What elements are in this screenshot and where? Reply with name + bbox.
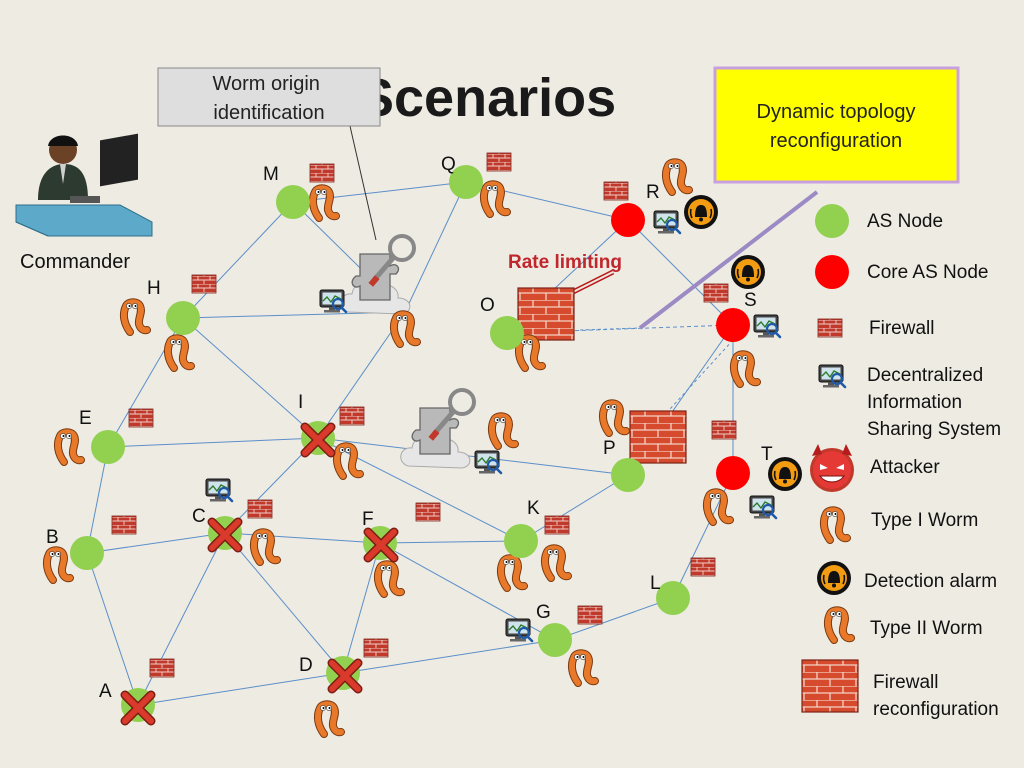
- attacker-icon: [810, 444, 854, 492]
- node-h[interactable]: [166, 301, 200, 335]
- legend-worm1: Type I Worm: [871, 510, 978, 531]
- node-label-d: D: [299, 655, 313, 676]
- node-e[interactable]: [91, 430, 125, 464]
- node-label-a: A: [99, 681, 112, 702]
- legend-as-node: AS Node: [867, 211, 943, 232]
- node-label-s: S: [744, 290, 757, 311]
- page-title: Scenarios: [358, 68, 616, 128]
- node-label-f: F: [362, 509, 374, 530]
- node-label-o: O: [480, 295, 495, 316]
- rate-limiting-label: Rate limiting: [508, 252, 622, 273]
- node-p[interactable]: [611, 458, 645, 492]
- node-label-e: E: [79, 408, 92, 429]
- node-label-b: B: [46, 527, 59, 548]
- node-label-i: I: [298, 392, 303, 413]
- commander-label: Commander: [20, 251, 130, 273]
- legend-attacker: Attacker: [870, 457, 940, 478]
- node-m[interactable]: [276, 185, 310, 219]
- legend-worm2: Type II Worm: [870, 618, 983, 639]
- legend-core-node: Core AS Node: [867, 262, 988, 283]
- node-o[interactable]: [490, 316, 524, 350]
- node-label-t: T: [761, 444, 773, 465]
- legend: AS Node Core AS Node Firewall Decentrali…: [815, 204, 1001, 720]
- node-label-l: L: [650, 573, 661, 594]
- node-l[interactable]: [656, 581, 690, 615]
- worm-origin-callout: Worm origin identification: [157, 67, 381, 127]
- node-label-p: P: [603, 438, 616, 459]
- commander-icon: [15, 133, 153, 237]
- svg-text:Worm origin identification: Worm origin identification: [213, 73, 326, 124]
- node-s[interactable]: [716, 308, 750, 342]
- reconfiguration-links: [579, 327, 734, 421]
- legend-core-node-icon: [815, 255, 849, 289]
- node-g[interactable]: [538, 623, 572, 657]
- node-label-q: Q: [441, 154, 456, 175]
- legend-as-node-icon: [815, 204, 849, 238]
- node-r[interactable]: [611, 203, 645, 237]
- topology-pointer: [638, 190, 819, 330]
- node-t[interactable]: [716, 456, 750, 490]
- worm-origin-text: Worm origin: [213, 73, 320, 95]
- node-b[interactable]: [70, 536, 104, 570]
- legend-firewall: Firewall: [869, 318, 934, 339]
- node-label-c: C: [192, 506, 206, 527]
- legend-alarm: Detection alarm: [864, 571, 997, 592]
- node-k[interactable]: [504, 524, 538, 558]
- node-label-m: M: [263, 164, 279, 185]
- worm-origin-pointer: [349, 125, 377, 241]
- node-label-r: R: [646, 182, 660, 203]
- node-label-k: K: [527, 498, 540, 519]
- node-label-g: G: [536, 602, 551, 623]
- node-label-h: H: [147, 278, 161, 299]
- node-q[interactable]: [449, 165, 483, 199]
